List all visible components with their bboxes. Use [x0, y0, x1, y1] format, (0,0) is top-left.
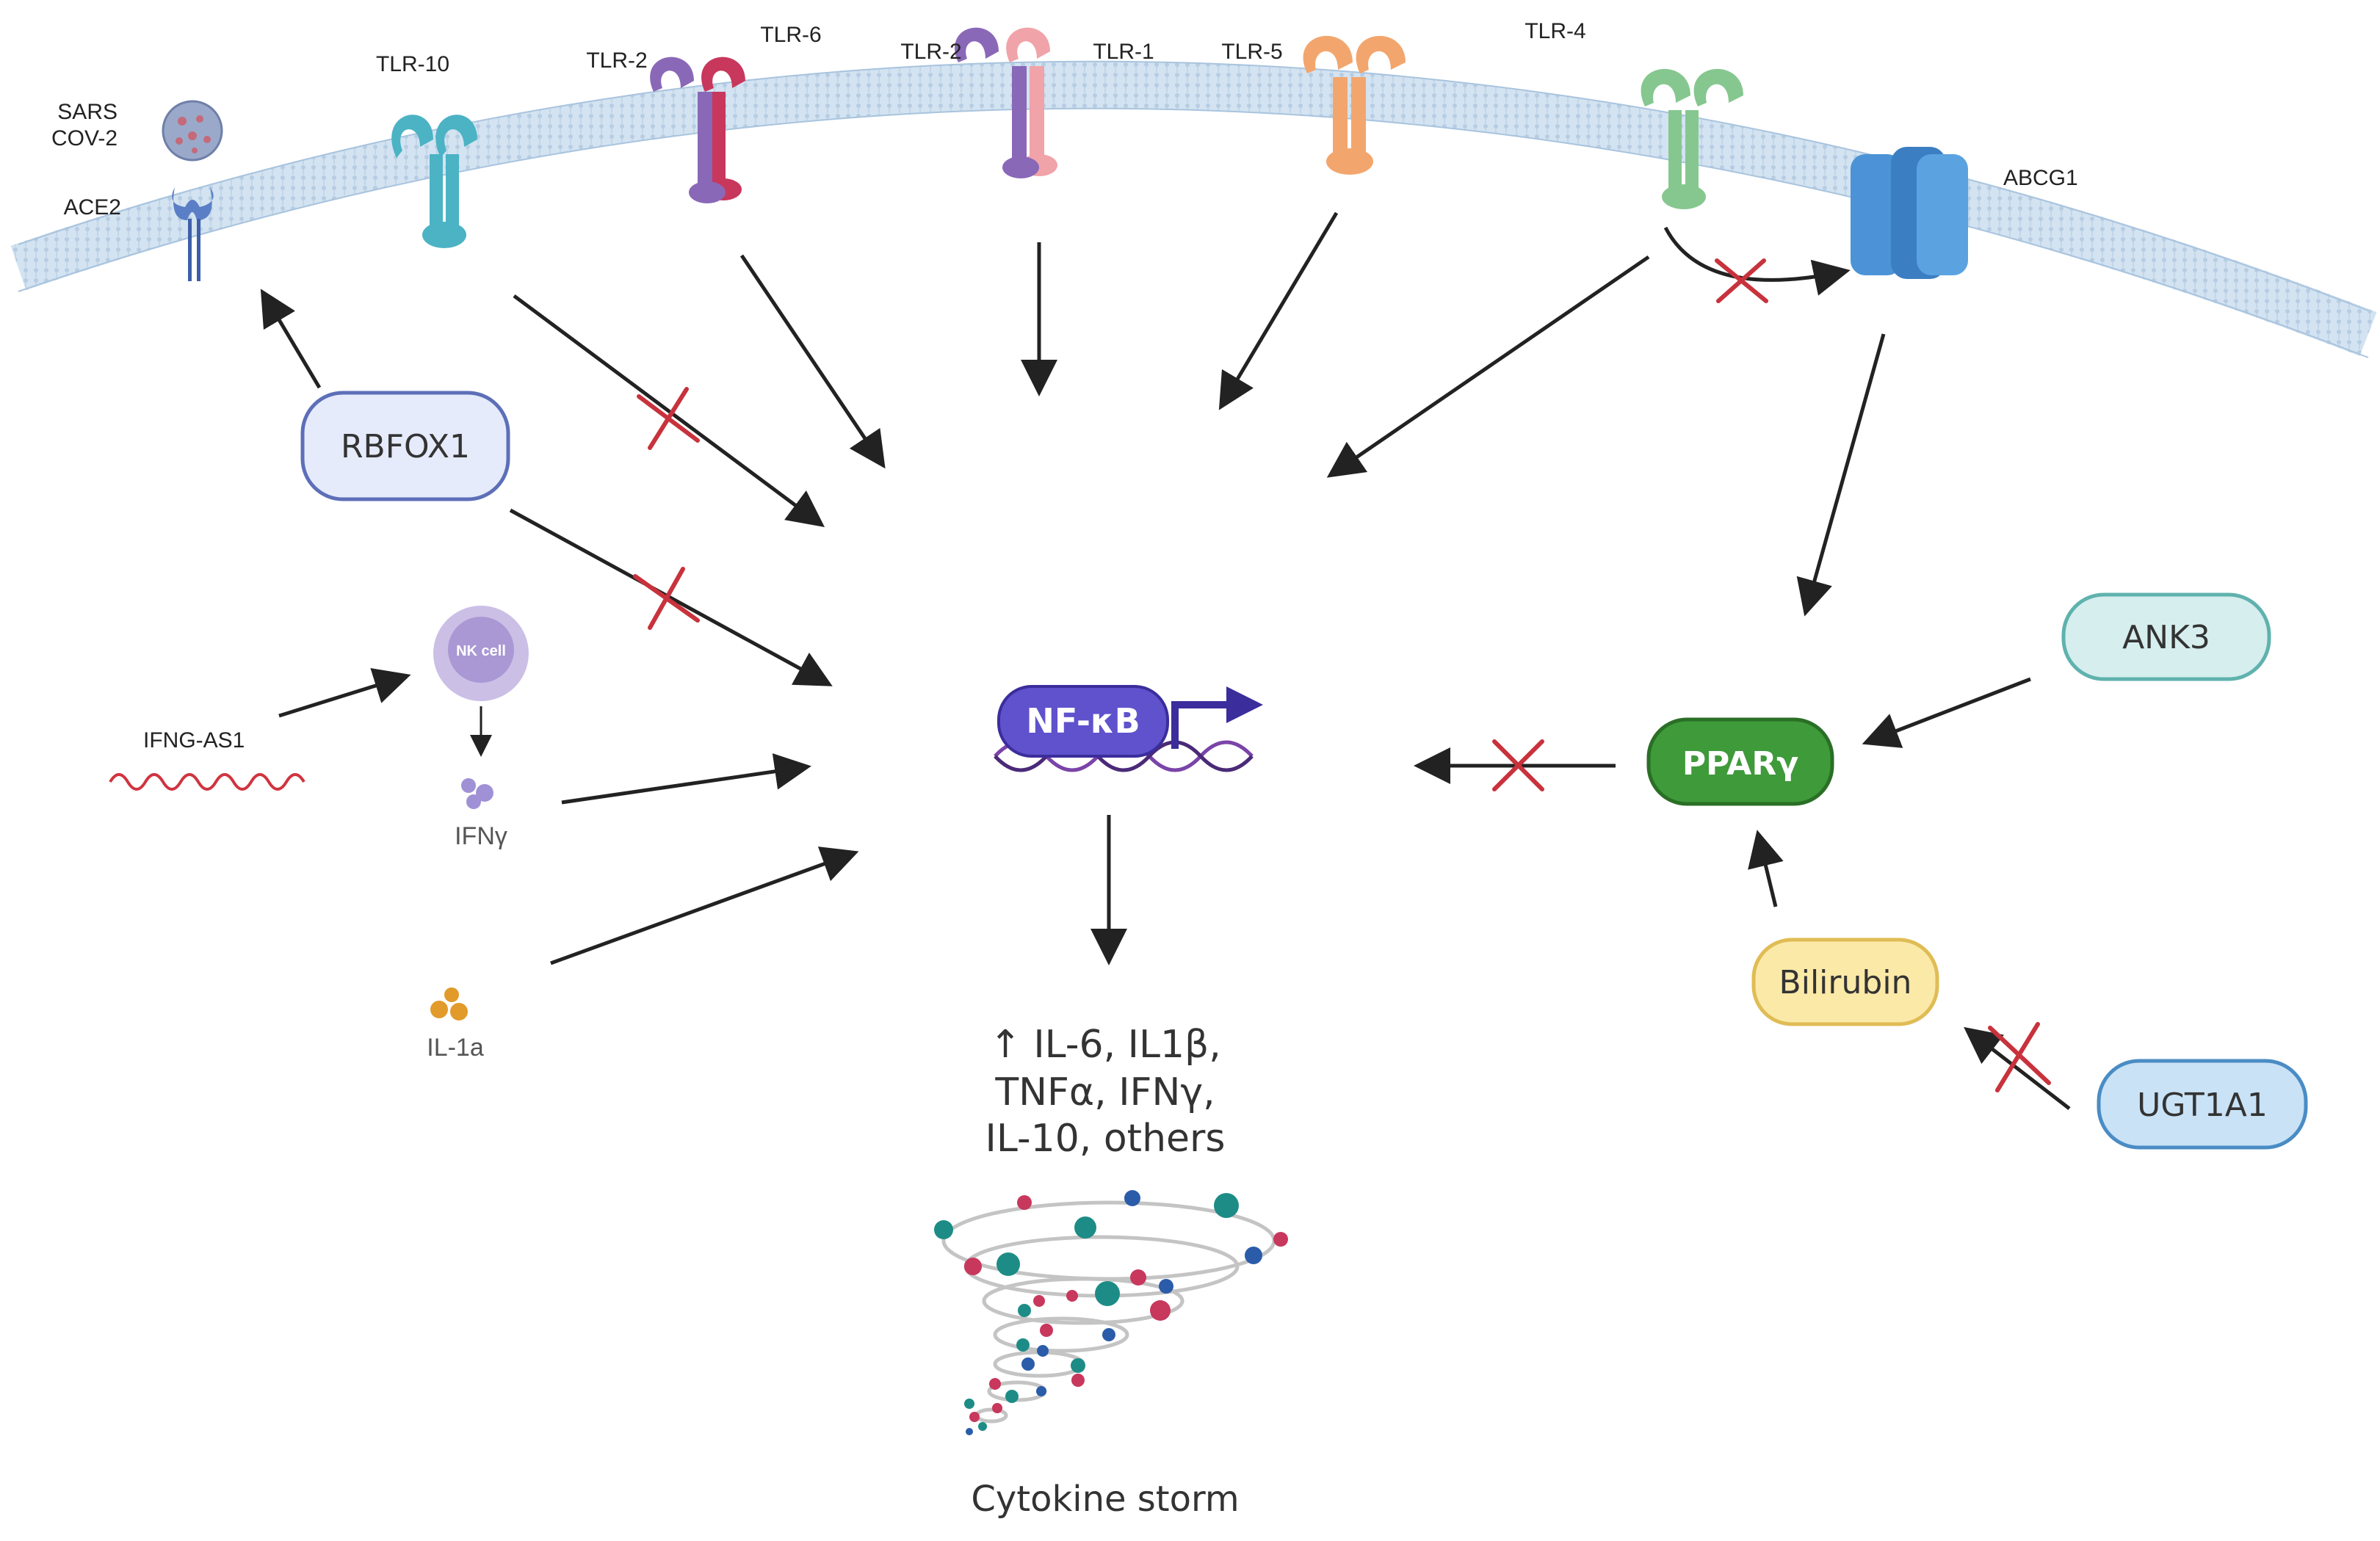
inhibit-cross-ppargamma: [1492, 739, 1544, 791]
abcg1-transporter-icon: [1851, 147, 1968, 279]
cytokine-storm-tornado-icon: [934, 1190, 1288, 1435]
ifng-molecule-icon: [461, 778, 493, 809]
sars-label-line1: SARS: [57, 100, 117, 124]
rbfox1-node: RBFOX1: [300, 391, 510, 501]
bilirubin-label: Bilirubin: [1779, 964, 1912, 1001]
tlr5-label: TLR-5: [1221, 40, 1282, 64]
ifng-label: IFNγ: [455, 822, 507, 850]
nk-cell-icon: NK cell: [433, 606, 529, 701]
tlr2-tlr1-receptor-icon: [955, 27, 1057, 178]
il1a-label: IL-1a: [427, 1034, 484, 1062]
transcription-arrowhead-icon: [1226, 686, 1263, 723]
ppargamma-node: PPARγ: [1646, 717, 1834, 806]
ank3-label: ANK3: [2122, 619, 2210, 656]
arrow-tlr5-to-nfkb: [1218, 211, 1339, 410]
cell-membrane-outline-top: [18, 60, 2369, 311]
arrow-tlr2-tlr6-to-nfkb: [739, 254, 886, 469]
cell-membrane: [10, 61, 2377, 356]
cytokines-line3: IL-10, others: [985, 1117, 1225, 1161]
arrow-tlr4-to-nfkb: [1326, 255, 1650, 478]
arrow-ifng-to-nfkb: [561, 753, 811, 805]
tlr10-receptor-icon: [391, 115, 477, 248]
arrow-rbfox1-to-ace2: [260, 289, 322, 389]
arrow-abcg1-to-ppargamma: [1796, 333, 1886, 617]
nfkb-complex: NF-κB: [994, 685, 1263, 772]
tlr2-label-b: TLR-2: [900, 40, 961, 64]
sars-cov2-virus-icon: [162, 100, 223, 162]
tlr4-receptor-icon: [1641, 68, 1743, 209]
ace2-receptor-icon: [172, 187, 214, 281]
tlr2-tlr6-receptor-icon: [650, 57, 745, 203]
tlr5-receptor-icon: [1303, 35, 1406, 175]
nfkb-label: NF-κB: [1026, 701, 1140, 741]
cytokines-line2: TNFα, IFNγ,: [994, 1070, 1215, 1114]
inhibit-cross-rbfox1: [633, 567, 700, 630]
arrow-ifngas1-to-nkcell: [278, 668, 411, 718]
arrow-il1a-to-nfkb: [550, 846, 859, 965]
cytokine-storm-label: Cytokine storm: [971, 1479, 1239, 1520]
tlr10-label: TLR-10: [376, 52, 449, 76]
il1a-molecule-icon: [430, 987, 468, 1020]
ugt1a1-label: UGT1A1: [2137, 1087, 2268, 1124]
ace2-label: ACE2: [64, 195, 121, 220]
tlr4-label: TLR-4: [1524, 19, 1585, 43]
sars-label-line2: COV-2: [51, 126, 117, 151]
tlr6-label: TLR-6: [760, 23, 821, 47]
tlr1-label: TLR-1: [1093, 40, 1154, 64]
bilirubin-node: Bilirubin: [1751, 938, 1939, 1026]
cell-membrane-outline-bottom: [18, 107, 2369, 358]
arrow-tlr4-to-abcg1: [1663, 226, 1851, 296]
rbfox1-label: RBFOX1: [341, 428, 470, 465]
cytokines-line1: ↑ IL-6, IL1β,: [989, 1023, 1221, 1067]
tlr2-label-a: TLR-2: [586, 48, 647, 73]
nk-cell-label: NK cell: [456, 643, 506, 659]
rna-strand-icon: [109, 773, 305, 791]
abcg1-label: ABCG1: [2003, 166, 2078, 190]
inhibit-cross-tlr10: [637, 387, 700, 450]
arrow-bilirubin-to-ppargamma: [1748, 830, 1784, 907]
inhibit-cross-tlr4-abcg1: [1715, 258, 1768, 303]
inhibition-marks: [633, 258, 2051, 1092]
arrow-tlr10-to-nfkb: [513, 294, 825, 527]
transcription-arrow-icon: [1171, 701, 1234, 749]
ugt1a1-node: UGT1A1: [2097, 1059, 2308, 1150]
ppargamma-label: PPARγ: [1682, 745, 1798, 783]
arrow-ank3-to-ppargamma: [1862, 677, 2031, 748]
ank3-node: ANK3: [2061, 592, 2271, 681]
inhibit-cross-ugt1a1: [1988, 1022, 2051, 1092]
arrow-ugt1a1-to-bilirubin: [1964, 1026, 2071, 1110]
ifng-as1-label: IFNG-AS1: [143, 728, 245, 753]
